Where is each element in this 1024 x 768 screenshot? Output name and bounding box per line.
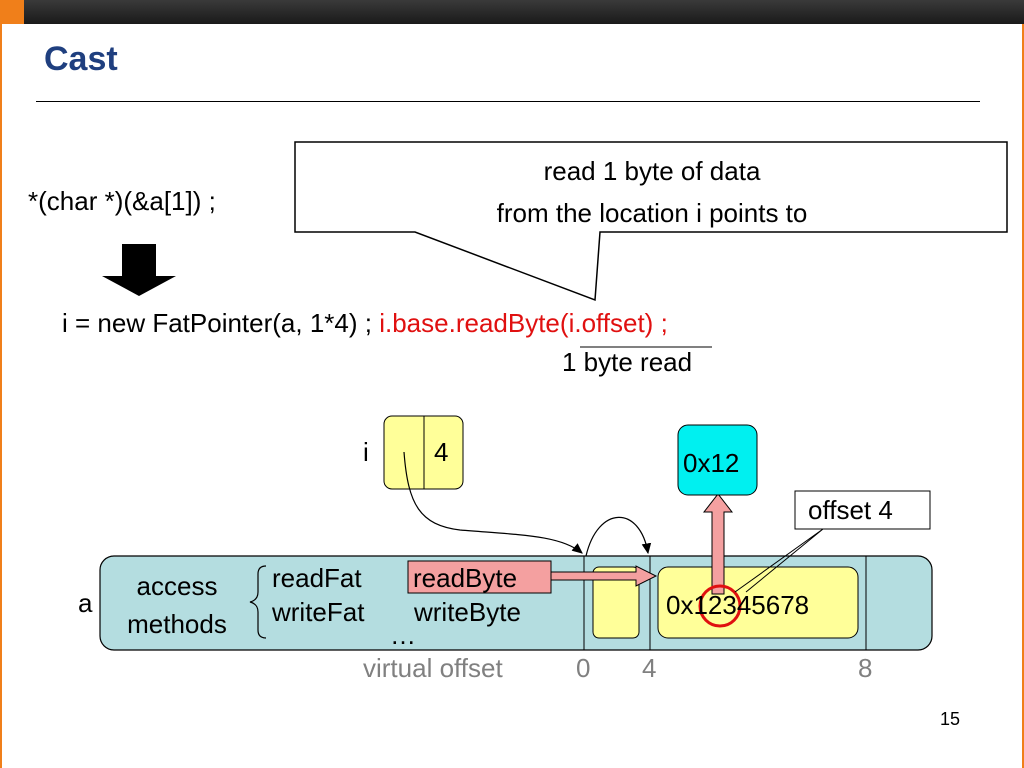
left-accent-line xyxy=(0,24,2,768)
translated-code-args: (i.offset) ; xyxy=(559,308,668,338)
right-accent-line xyxy=(1022,24,1024,768)
callout-line-2: from the location i points to xyxy=(496,198,808,228)
method-more: … xyxy=(390,620,416,650)
offset-arc-arrow xyxy=(585,516,652,557)
pointer-arrow xyxy=(403,451,583,554)
method-readfat: readFat xyxy=(272,563,362,593)
slide-title: Cast xyxy=(44,40,118,78)
access-methods-label: access methods xyxy=(112,567,242,643)
callout-line-1: read 1 byte of data xyxy=(543,156,761,186)
callout-text: read 1 byte of data from the location i … xyxy=(300,150,1004,234)
access-label-line-1: access xyxy=(136,571,218,601)
pointer-i-offset: 4 xyxy=(434,437,449,467)
translated-code: i = new FatPointer(a, 1*4) ; i.base.read… xyxy=(62,308,668,339)
callout-box xyxy=(294,141,1008,302)
offset-tick-8: 8 xyxy=(858,653,873,683)
top-bar xyxy=(0,0,1024,24)
byte-highlight-circle xyxy=(698,584,742,628)
result-value: 0x12 xyxy=(683,448,740,478)
offset-tick-0: 0 xyxy=(576,653,591,683)
method-readbyte: readByte xyxy=(413,563,518,593)
offset-label: offset 4 xyxy=(808,495,893,525)
translated-code-base: i.base. xyxy=(379,308,456,338)
original-code: *(char *)(&a[1]) ; xyxy=(28,186,216,216)
translated-code-readbyte: readByte xyxy=(455,308,560,338)
down-arrow-icon xyxy=(102,244,176,296)
methods-brace xyxy=(249,565,267,639)
virtual-offset-label: virtual offset xyxy=(363,653,503,683)
title-rule xyxy=(36,101,980,102)
translated-code-prefix: i = new FatPointer(a, 1*4) ; xyxy=(62,308,380,338)
data-value: 0x12345678 xyxy=(666,590,810,620)
data-cell-small xyxy=(592,566,640,639)
result-arrow xyxy=(702,493,734,595)
pointer-i-label: i xyxy=(363,437,369,467)
byte-read-note: 1 byte read xyxy=(562,347,693,377)
top-bar-accent xyxy=(0,0,24,24)
access-label-line-2: methods xyxy=(127,609,227,639)
readbyte-highlight xyxy=(407,560,552,594)
object-a-label: a xyxy=(78,588,93,618)
offset-label-box xyxy=(794,490,931,530)
offset-tick-4: 4 xyxy=(642,653,657,683)
readbyte-arrow xyxy=(550,565,658,587)
offset-leader xyxy=(734,528,824,593)
method-writefat: writeFat xyxy=(272,597,365,627)
result-box xyxy=(677,424,758,496)
page-number: 15 xyxy=(940,709,961,729)
method-writebyte: writeByte xyxy=(414,597,521,627)
